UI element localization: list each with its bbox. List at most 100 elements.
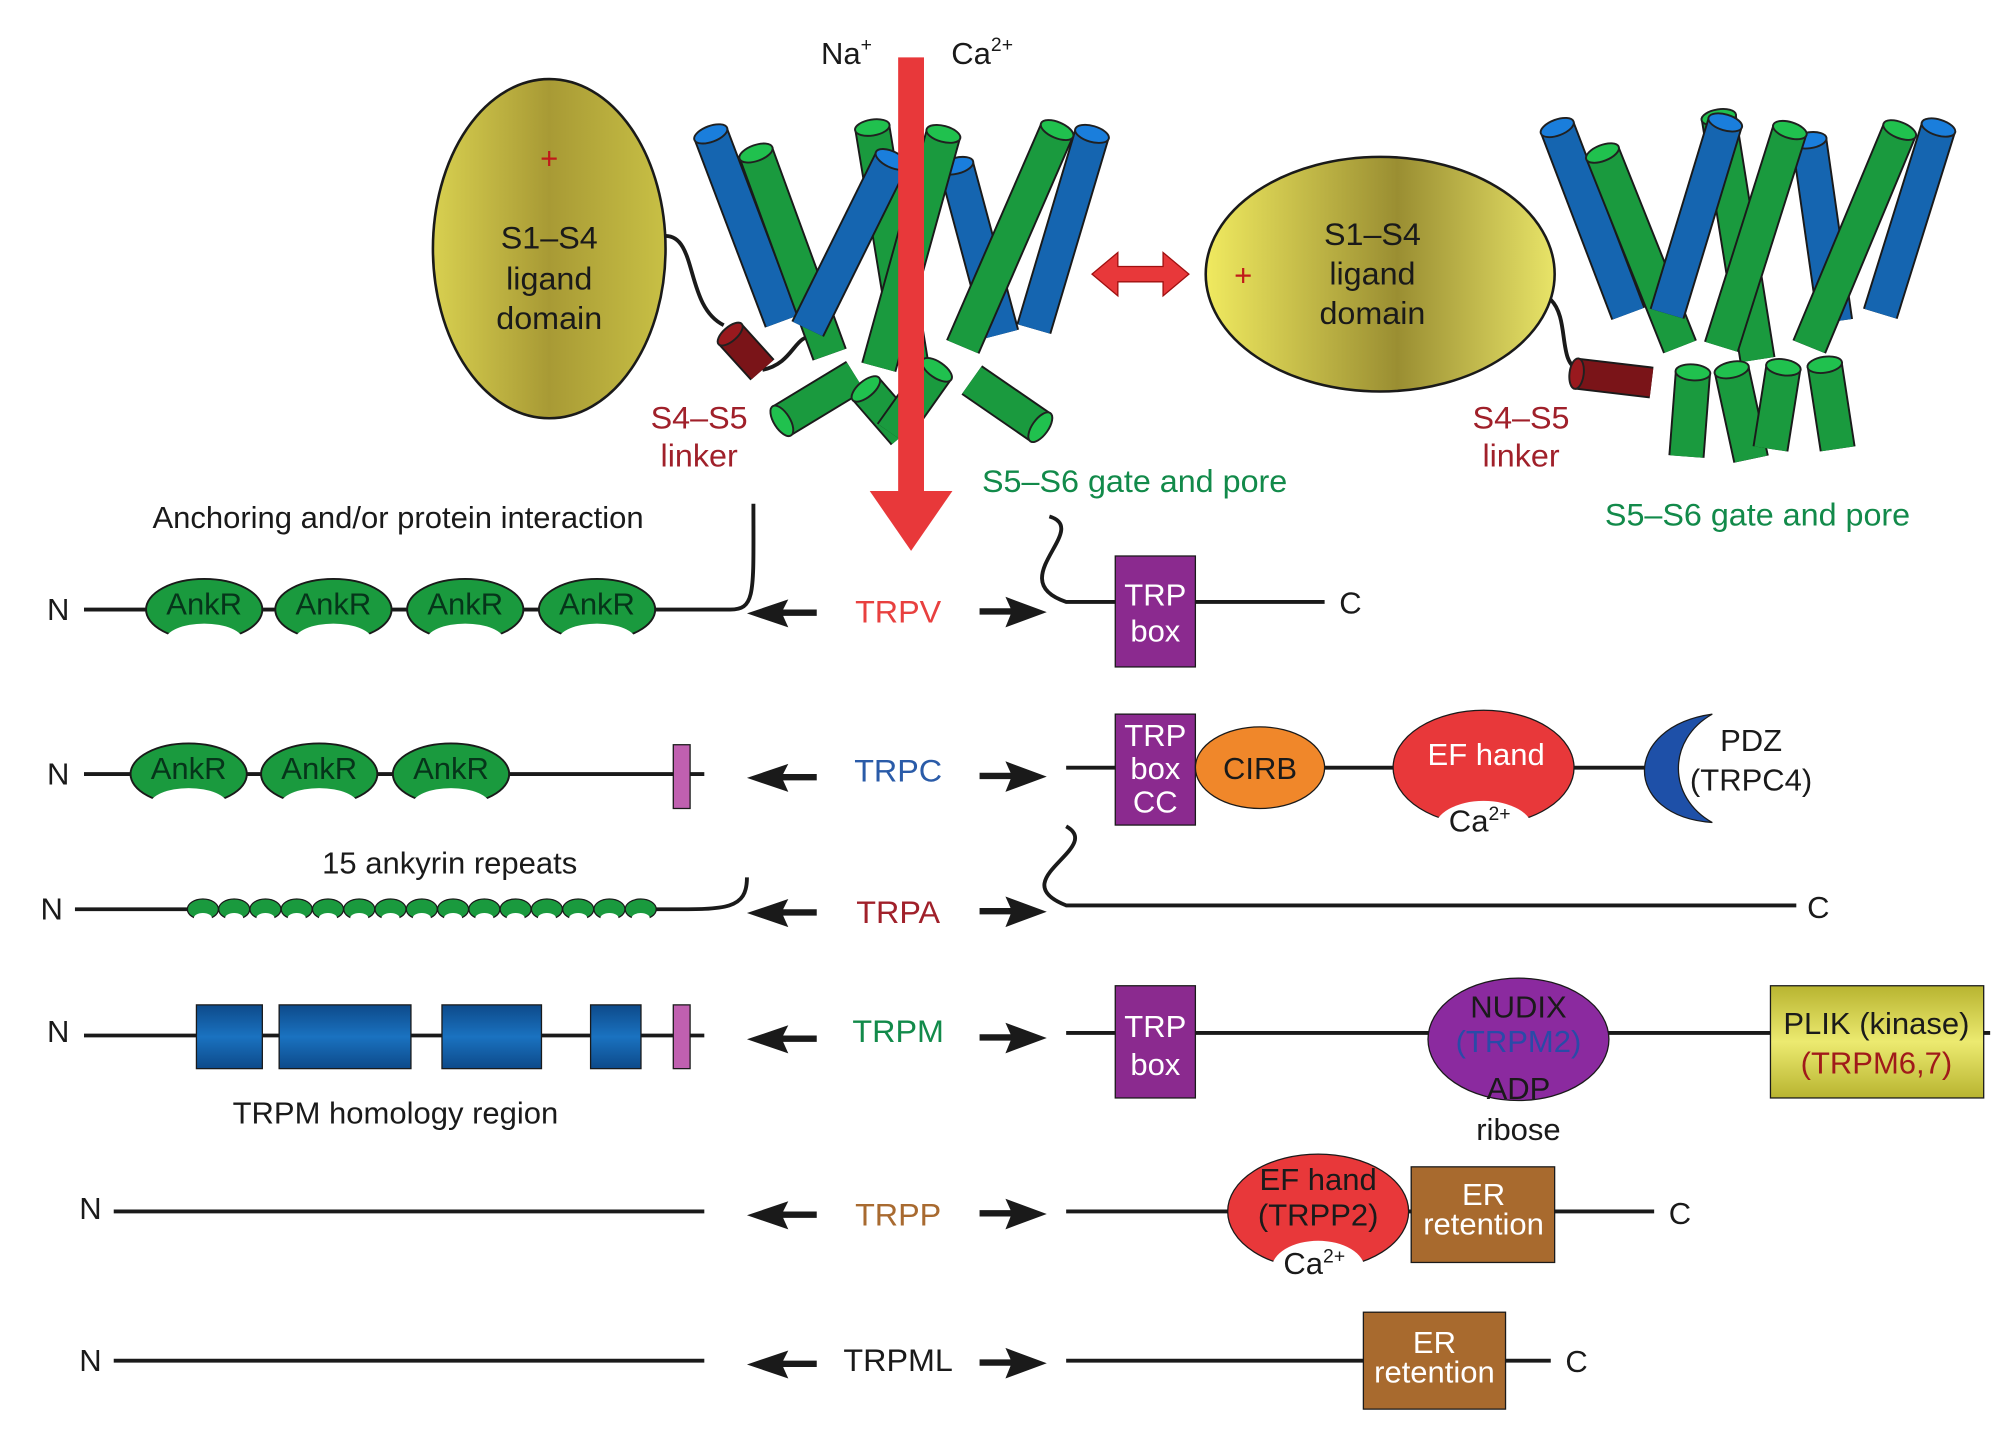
calcium-label: Ca2+ (1283, 1246, 1345, 1281)
domain-label: ligand (1329, 256, 1415, 292)
linker-wire (665, 234, 725, 327)
c-terminus: C (1339, 586, 1361, 621)
helix-cylinder (1806, 355, 1856, 452)
left-pore-label: S5–S6 gate and pore (982, 463, 1287, 499)
nudix-domain (1427, 977, 1610, 1102)
pdz-label: (TRPC4) (1690, 763, 1812, 798)
er-retention-label: retention (1423, 1207, 1544, 1242)
ef-hand-label: (TRPP2) (1258, 1198, 1379, 1233)
er-retention-domain (1410, 1166, 1556, 1264)
family-label-trpml: TRPML (843, 1342, 952, 1378)
helix-cylinder (1713, 360, 1769, 463)
helix-cylinder (1539, 116, 1646, 320)
n-terminus: N (79, 1191, 101, 1226)
small-ankyrin-repeat (499, 898, 532, 924)
arrow-right-icon (979, 896, 1047, 928)
trp-box-label: box (1130, 614, 1181, 649)
calcium-label: Ca2+ (1449, 804, 1511, 839)
family-label-trpc: TRPC (854, 753, 942, 789)
right-ligand-domain: + S1–S4 ligand domain (1204, 155, 1556, 393)
arrow-left-icon (746, 1350, 817, 1379)
ankyrin-repeat-domain: AnkR (391, 742, 511, 822)
n-terminus: N (47, 756, 69, 791)
trp-box-label: TRP (1124, 718, 1186, 753)
pink-segment (672, 1004, 691, 1070)
arrow-left-icon (746, 1025, 817, 1054)
anchoring-label: Anchoring and/or protein interaction (152, 500, 643, 535)
helix-cylinder (1752, 357, 1802, 452)
helix-cylinder (1016, 123, 1110, 335)
right-linker-label: linker (1482, 438, 1559, 474)
trpa-row: 15 ankyrin repeats N TRPA C (40, 824, 1829, 930)
trpp-row: N TRPP EF hand (TRPP2) Ca2+ ER retention… (79, 1153, 1691, 1297)
domain-label: domain (1319, 295, 1425, 331)
left-ligand-domain: + S1–S4 ligand domain (431, 77, 667, 420)
small-ankyrin-repeat (624, 898, 657, 924)
helix-cylinder (1863, 117, 1957, 319)
ankr-label: AnkR (427, 587, 503, 622)
ef-hand-domain: EF hand (TRPP2) Ca2+ (1227, 1153, 1410, 1297)
helix-cylinder (1792, 119, 1918, 354)
trp-box-cc (1114, 713, 1197, 826)
trp-box (1114, 555, 1197, 668)
small-ankyrin-repeat (280, 898, 313, 924)
homology-block (441, 1004, 543, 1070)
ankr-label: AnkR (296, 587, 372, 622)
left-linker-label: linker (661, 438, 738, 474)
conformation-double-arrow (1091, 251, 1190, 298)
terminal-arrows (746, 596, 1047, 1379)
family-label-trpm: TRPM (852, 1013, 943, 1049)
ca-ion-label: Ca2+ (951, 35, 1013, 71)
arrow-right-icon (979, 1022, 1047, 1054)
homology-label: TRPM homology region (233, 1096, 559, 1131)
pdz-domain (1644, 713, 1713, 824)
adp-ribose-label: ADP (1487, 1071, 1551, 1106)
ankr-label: AnkR (166, 587, 242, 622)
domain-label: S1–S4 (501, 220, 598, 256)
er-retention-domain (1362, 1311, 1507, 1410)
arrow-right-icon (979, 1198, 1047, 1230)
trp-box-label: box (1130, 1047, 1181, 1082)
homology-block (278, 1004, 412, 1070)
right-linker-label: S4–S5 (1473, 400, 1570, 436)
ef-hand-label: EF hand (1428, 737, 1545, 772)
cirb-label: CIRB (1223, 751, 1297, 786)
ef-hand-label: EF hand (1260, 1162, 1377, 1197)
family-label-trpv: TRPV (855, 594, 942, 630)
left-linker-label: S4–S5 (651, 400, 748, 436)
nudix-label: NUDIX (1470, 990, 1566, 1025)
ef-hand-domain: EF hand Ca2+ (1392, 709, 1575, 857)
small-ankyrin-repeat (343, 898, 376, 924)
domain-label: domain (496, 300, 602, 336)
cirb-domain (1194, 726, 1326, 810)
small-ankyrin-repeat (218, 898, 251, 924)
small-ankyrin-repeat (186, 898, 220, 924)
arrow-right-icon (979, 1347, 1047, 1379)
linker-helix-cylinder (716, 321, 775, 381)
small-ankyrin-repeat (405, 898, 438, 924)
c-terminus: C (1565, 1344, 1587, 1379)
er-retention-label: retention (1374, 1355, 1495, 1390)
ankr-label: AnkR (413, 751, 489, 786)
charge-plus: + (1234, 258, 1252, 293)
ankyrin-repeat-domain: AnkR (129, 742, 248, 822)
pink-segment (672, 744, 691, 810)
trpm-row: N TRPM homology region TRPM TRP box NUDI… (47, 977, 1991, 1147)
ankyrin-repeat-domain: AnkR (145, 577, 264, 657)
helix-cylinder (1649, 112, 1744, 319)
family-label-trpp: TRPP (855, 1197, 941, 1233)
helix-cylinder (1668, 363, 1712, 458)
ankyrin-repeat-domain: AnkR (274, 577, 393, 657)
er-retention-label: ER (1413, 1325, 1456, 1360)
helix-cylinders (693, 108, 1957, 463)
trp-box-label: CC (1133, 785, 1178, 820)
charge-plus: + (540, 141, 558, 176)
homology-block (589, 1004, 642, 1070)
small-ankyrin-repeat (374, 898, 407, 924)
small-ankyrin-repeat (468, 898, 501, 924)
ankr-label: AnkR (281, 751, 357, 786)
pdz-label: PDZ (1720, 723, 1782, 758)
helix-cylinder (1584, 142, 1697, 354)
c-terminus: C (1669, 1196, 1691, 1231)
